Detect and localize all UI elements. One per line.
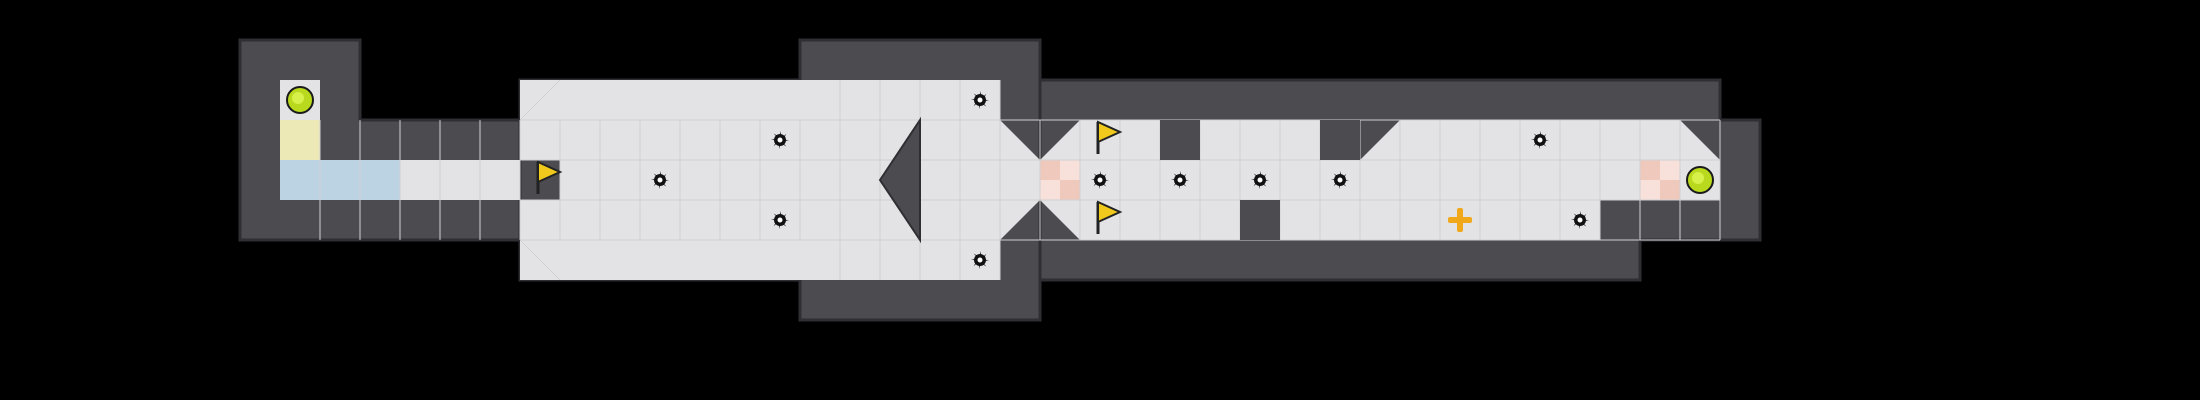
spike-center — [1177, 177, 1183, 183]
spike-center — [977, 97, 983, 103]
spike-point — [1253, 173, 1260, 180]
spike-point — [773, 133, 780, 140]
spike-center — [1577, 217, 1583, 223]
floor-corner — [520, 240, 560, 280]
spike-point — [1093, 173, 1100, 180]
spike-point — [973, 253, 980, 260]
spike-center — [777, 137, 783, 143]
spike-point — [660, 180, 667, 187]
spike-icon — [771, 131, 789, 149]
flag-mid-bottom — [1097, 200, 1123, 224]
spike-center — [777, 217, 783, 223]
floor-corner — [520, 80, 560, 120]
spike-icon — [971, 251, 989, 269]
floor-area — [1040, 120, 1720, 240]
checkpoint-tile — [1660, 160, 1680, 180]
spike-icon — [1331, 171, 1349, 189]
start-zone — [280, 120, 320, 160]
safe-zone — [280, 160, 400, 200]
checkpoint-tile — [1040, 160, 1060, 180]
flag-left — [537, 160, 563, 184]
checkpoint-tile — [1640, 180, 1660, 200]
spike-center — [1097, 177, 1103, 183]
spike-point — [1100, 180, 1107, 187]
wall-details — [878, 116, 1360, 244]
wedge-obstacle — [878, 116, 921, 244]
coin-goal — [1692, 172, 1704, 184]
spike-point — [980, 100, 987, 107]
checkpoint-tile — [1660, 180, 1680, 200]
spike-icon — [1171, 171, 1189, 189]
spike-center — [1537, 137, 1543, 143]
spike-point — [1573, 213, 1580, 220]
spike-icon — [1091, 171, 1109, 189]
entities — [286, 86, 1714, 269]
spike-center — [977, 257, 983, 263]
wall-notch — [1240, 200, 1280, 240]
spike-icon — [971, 91, 989, 109]
spike-center — [1337, 177, 1343, 183]
player-marker — [1456, 216, 1464, 224]
spike-point — [1580, 220, 1587, 227]
coin-start — [292, 92, 304, 104]
spike-icon — [1251, 171, 1269, 189]
spike-icon — [1571, 211, 1589, 229]
wall-notch — [1320, 120, 1360, 160]
spike-point — [1173, 173, 1180, 180]
spike-point — [653, 173, 660, 180]
checkpoint-tile — [1640, 160, 1660, 180]
wall-notch — [1160, 120, 1200, 160]
spike-icon — [771, 211, 789, 229]
checkpoint-tile — [1040, 180, 1060, 200]
flag-mid-top — [1097, 120, 1123, 144]
spike-center — [657, 177, 663, 183]
spike-point — [1260, 180, 1267, 187]
spike-icon — [1531, 131, 1549, 149]
spike-point — [973, 93, 980, 100]
spike-point — [1540, 140, 1547, 147]
checkpoint-tile — [1060, 180, 1080, 200]
floor-grid — [319, 80, 1721, 280]
spike-icon — [651, 171, 669, 189]
spike-point — [1533, 133, 1540, 140]
spike-point — [780, 220, 787, 227]
spike-point — [1180, 180, 1187, 187]
spike-point — [773, 213, 780, 220]
spike-point — [780, 140, 787, 147]
spike-point — [1340, 180, 1347, 187]
spike-point — [1333, 173, 1340, 180]
checkpoint-tile — [1060, 160, 1080, 180]
spike-center — [1257, 177, 1263, 183]
